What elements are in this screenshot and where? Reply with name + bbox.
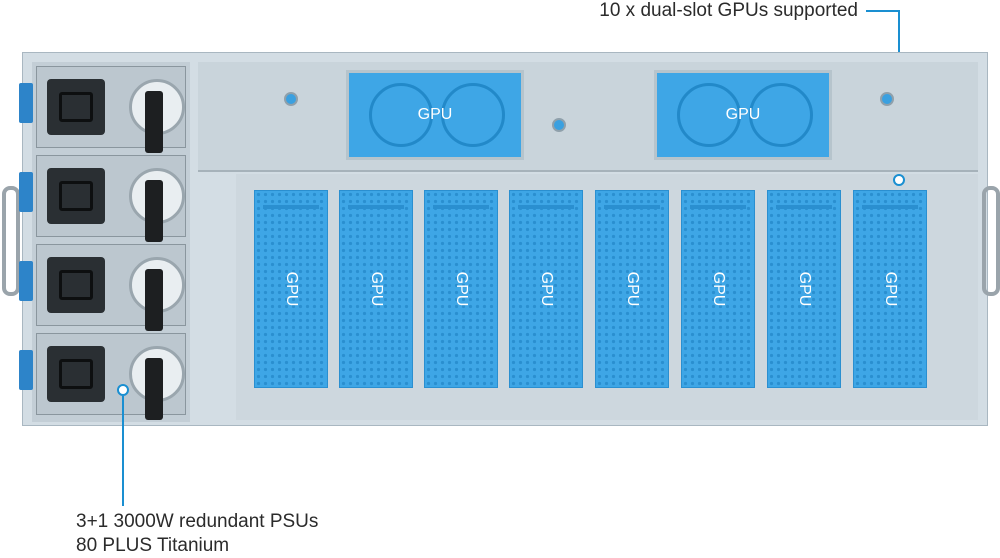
card-rib xyxy=(690,205,746,209)
fan-icon xyxy=(749,83,813,147)
gpu-label: GPU xyxy=(453,271,470,307)
card-rib xyxy=(518,205,574,209)
card-rib xyxy=(862,205,918,209)
card-rib xyxy=(776,205,832,209)
psu-latch[interactable] xyxy=(19,172,33,212)
psu-module xyxy=(19,244,186,331)
top-gpu-bay xyxy=(198,62,978,172)
card-rib xyxy=(263,205,319,209)
power-inlet-icon xyxy=(47,168,105,224)
fan-icon xyxy=(677,83,741,147)
gpu-label: GPU xyxy=(725,106,761,123)
psu-latch[interactable] xyxy=(19,83,33,123)
psu-callout-line2: 80 PLUS Titanium xyxy=(76,535,230,556)
psu-module xyxy=(19,333,186,420)
left-handle xyxy=(2,186,20,296)
thumb-screw-icon[interactable] xyxy=(284,92,298,106)
psu-callout-leader xyxy=(122,396,124,506)
card-rib xyxy=(604,205,660,209)
gpu-label: GPU xyxy=(882,271,899,307)
gpu-label: GPU xyxy=(538,271,555,307)
psu-callout-dot xyxy=(117,384,129,396)
top-gpu-card: GPU xyxy=(346,70,524,160)
cable-strap xyxy=(145,269,163,331)
cable-strap xyxy=(145,91,163,153)
power-inlet-icon xyxy=(47,257,105,313)
slot-gpu-card: GPU xyxy=(853,190,927,388)
gpu-label: GPU xyxy=(417,106,453,123)
top-gpu-card: GPU xyxy=(654,70,832,160)
card-rib xyxy=(433,205,489,209)
gpu-label: GPU xyxy=(283,271,300,307)
psu-module xyxy=(19,66,186,153)
thumb-screw-icon[interactable] xyxy=(880,92,894,106)
right-handle xyxy=(982,186,1000,296)
thumb-screw-icon[interactable] xyxy=(552,118,566,132)
slot-gpu-card: GPU xyxy=(767,190,841,388)
psu-latch[interactable] xyxy=(19,261,33,301)
cable-strap xyxy=(145,358,163,420)
slot-gpu-card: GPU xyxy=(254,190,328,388)
gpu-label: GPU xyxy=(710,271,727,307)
slot-gpu-card: GPU xyxy=(681,190,755,388)
gpu-support-callout: 10 x dual-slot GPUs supported xyxy=(599,0,858,21)
gpu-label: GPU xyxy=(796,271,813,307)
psu-latch[interactable] xyxy=(19,350,33,390)
card-rib xyxy=(348,205,404,209)
power-inlet-icon xyxy=(47,79,105,135)
power-inlet-icon xyxy=(47,346,105,402)
slot-gpu-card: GPU xyxy=(595,190,669,388)
psu-module xyxy=(19,155,186,242)
gpu-callout-dot xyxy=(893,174,905,186)
cable-strap xyxy=(145,180,163,242)
psu-callout-line1: 3+1 3000W redundant PSUs xyxy=(76,511,319,532)
slot-gpu-card: GPU xyxy=(339,190,413,388)
gpu-callout-leader-horizontal xyxy=(866,10,900,12)
gpu-label: GPU xyxy=(624,271,641,307)
slot-gpu-card: GPU xyxy=(424,190,498,388)
slot-gpu-card: GPU xyxy=(509,190,583,388)
fan-icon xyxy=(441,83,505,147)
gpu-label: GPU xyxy=(368,271,385,307)
fan-icon xyxy=(369,83,433,147)
